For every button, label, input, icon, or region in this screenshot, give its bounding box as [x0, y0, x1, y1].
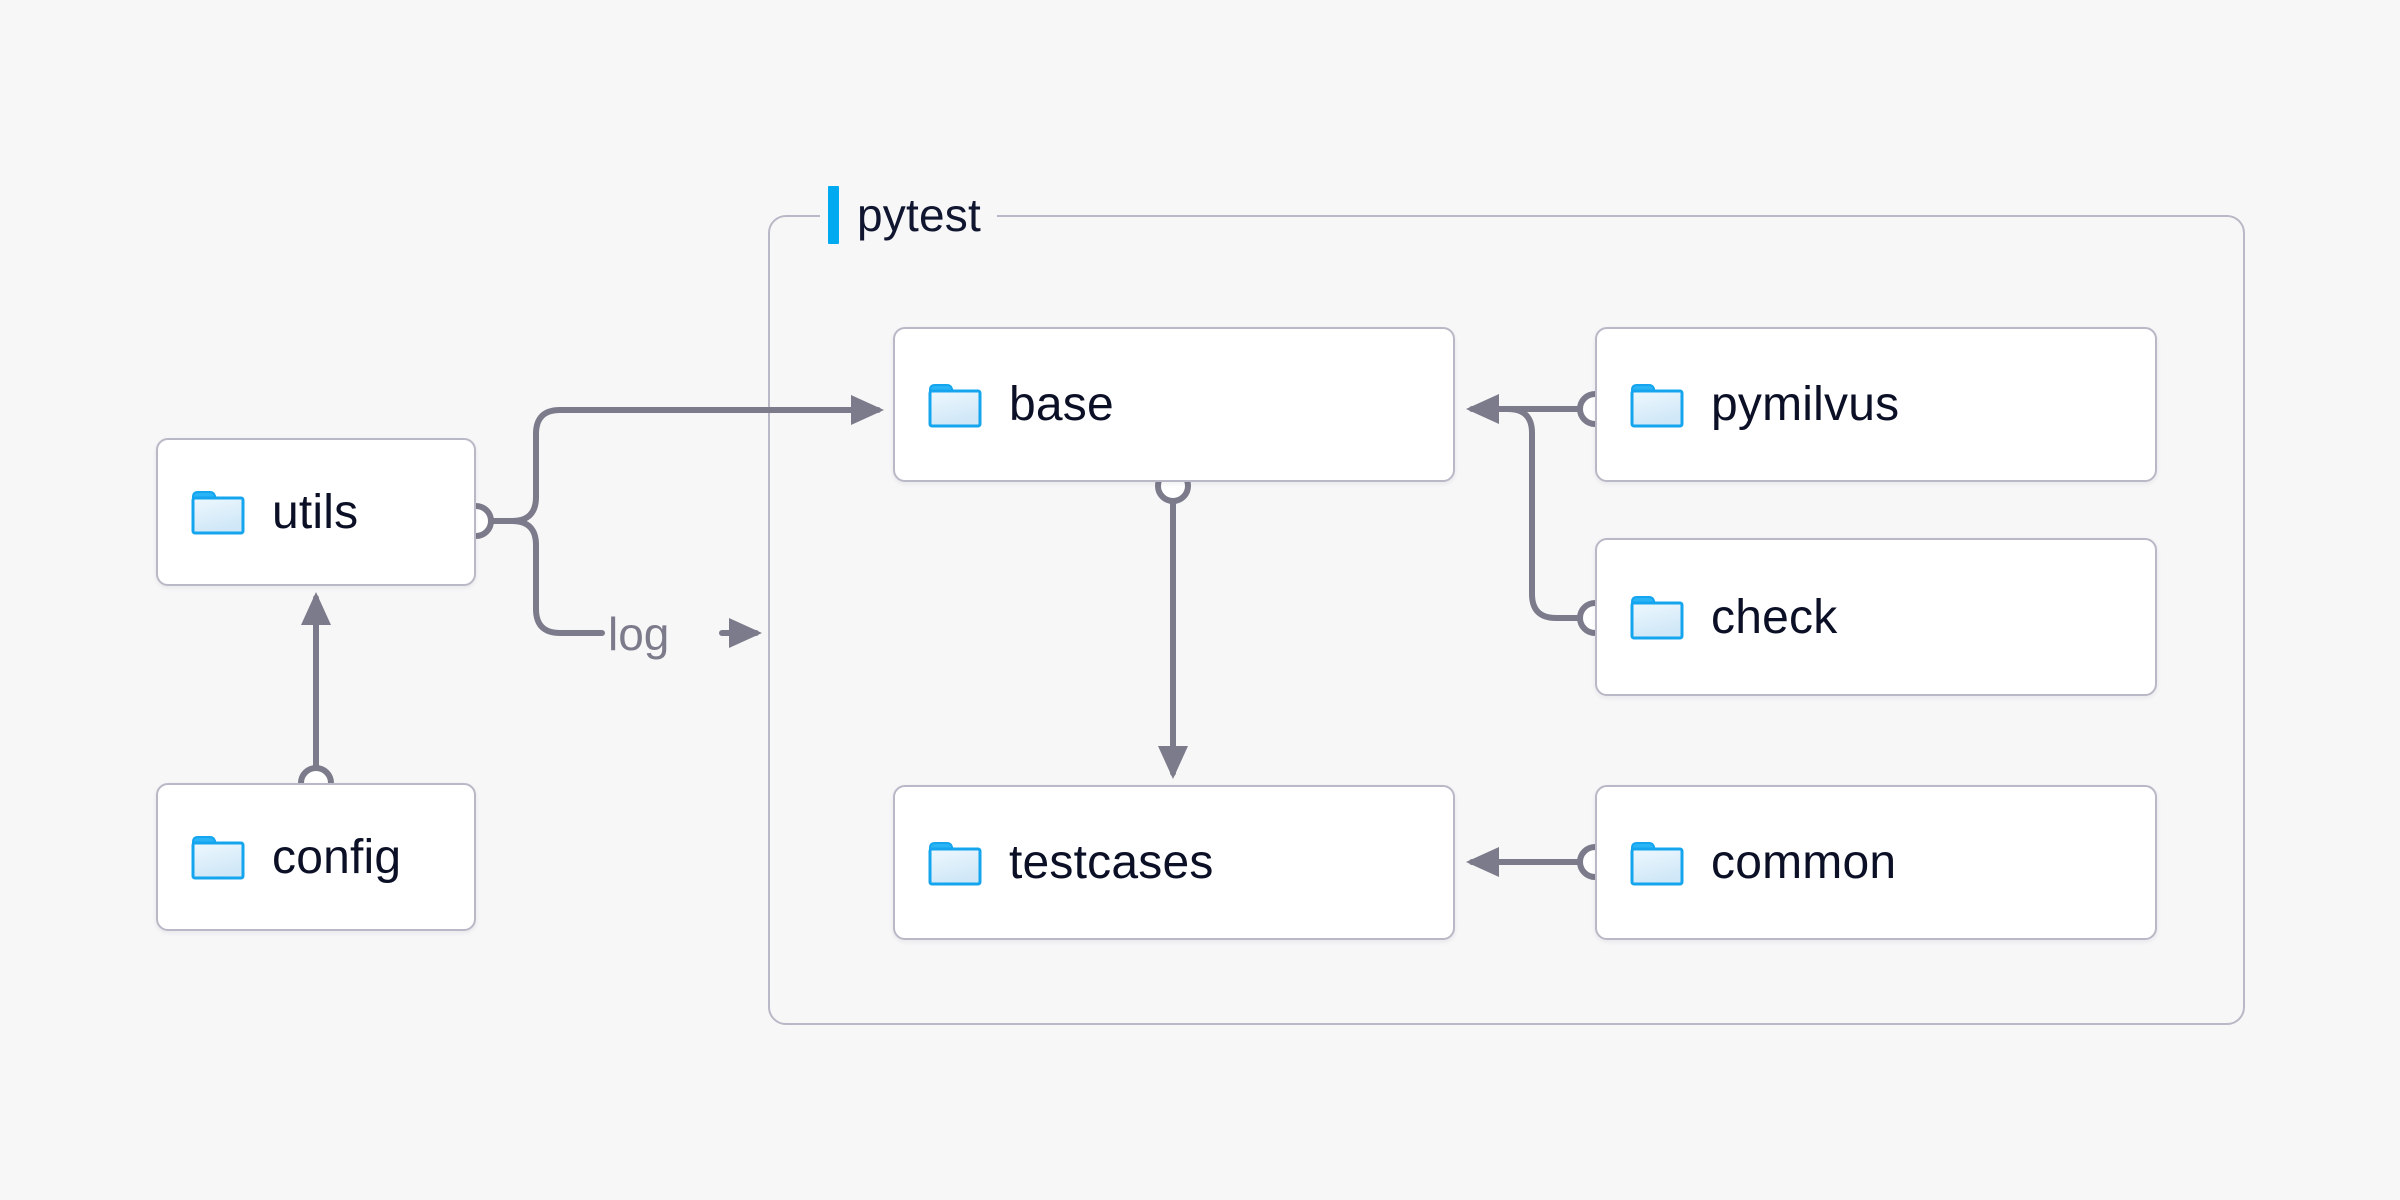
folder-icon — [928, 841, 982, 885]
node-base[interactable]: base — [893, 327, 1455, 482]
group-label-pytest: pytest — [820, 184, 997, 246]
node-label: check — [1711, 590, 1838, 644]
node-utils[interactable]: utils — [156, 438, 476, 586]
node-pymilvus[interactable]: pymilvus — [1595, 327, 2157, 482]
folder-icon — [191, 491, 245, 535]
node-label: testcases — [1009, 836, 1214, 889]
folder-icon — [1630, 596, 1684, 640]
node-label: config — [272, 830, 402, 884]
node-config[interactable]: config — [156, 783, 476, 931]
node-label: common — [1711, 836, 1897, 889]
node-label: utils — [272, 485, 359, 539]
folder-icon — [1630, 383, 1684, 427]
folder-icon — [928, 383, 982, 427]
node-check[interactable]: check — [1595, 538, 2157, 696]
node-label: pymilvus — [1711, 378, 1900, 431]
node-testcases[interactable]: testcases — [893, 785, 1455, 940]
edge-label-log: log — [608, 608, 669, 660]
folder-icon — [1630, 841, 1684, 885]
group-container-pytest[interactable] — [768, 215, 2245, 1025]
node-label: base — [1009, 378, 1114, 431]
edge-utils-to-log — [473, 518, 605, 636]
group-accent-bar — [828, 186, 839, 244]
node-common[interactable]: common — [1595, 785, 2157, 940]
group-title: pytest — [857, 189, 981, 241]
folder-icon — [191, 836, 245, 880]
